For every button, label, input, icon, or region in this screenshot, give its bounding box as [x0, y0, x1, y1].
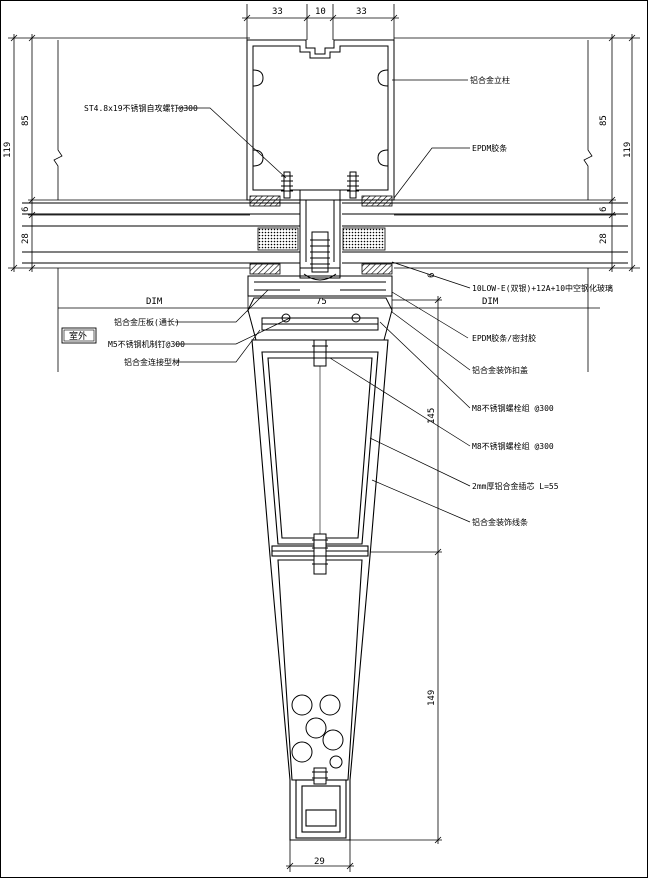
fin-holes: [291, 694, 344, 769]
fin-bolts: [312, 339, 328, 785]
dim-right-28: 28: [599, 233, 609, 244]
dim-left-label: DIM: [146, 297, 163, 307]
label-core: 2mm厚铝合金插芯 L=55: [472, 481, 559, 491]
pressure-plate: [247, 275, 393, 297]
label-fin-strip: 铝合金装饰线条: [472, 517, 528, 527]
top-dimension-lines: [242, 4, 399, 40]
dim-left-85: 85: [21, 115, 31, 126]
dim-top-33-right: 33: [356, 7, 367, 17]
leader-lines: [175, 79, 471, 523]
break-lines: [53, 40, 593, 372]
dim-left-6: 6: [21, 207, 31, 212]
exterior-tag-box: [61, 327, 97, 344]
label-rivet: M5不锈钢机制钉@300: [108, 339, 185, 349]
self-tapping-screws: [281, 171, 359, 199]
dim-75: 75: [316, 297, 327, 307]
dim-top-10: 10: [315, 7, 326, 17]
label-fin-connector: 铝合金装饰扣盖: [472, 365, 528, 375]
dim-right-85: 85: [599, 115, 609, 126]
dim-left-28: 28: [21, 233, 31, 244]
exterior-tag: 室外: [69, 330, 87, 342]
fin-side-dimensions: [286, 296, 442, 872]
label-epdm-sealant: EPDM胶条/密封胶: [472, 333, 536, 343]
label-glass: 10LOW-E(双银)+12A+10中空钢化玻璃: [472, 283, 613, 293]
dim-right-119: 119: [623, 142, 633, 158]
dim-side-145: 145: [427, 408, 437, 424]
dim-bottom-29: 29: [314, 857, 325, 867]
label-bolt-2: M8不锈钢螺栓组 @300: [472, 441, 554, 451]
epdm-gaskets: [249, 195, 393, 275]
dim-top-33-left: 33: [272, 7, 283, 17]
label-epdm-strip-top: EPDM胶条: [472, 143, 507, 153]
label-mullion: 铝合金立柱: [470, 75, 510, 85]
right-dimension-lines: [394, 34, 640, 272]
aluminium-mullion: [246, 39, 395, 268]
dim-left-119: 119: [3, 142, 13, 158]
dim-right-6: 6: [599, 207, 609, 212]
label-self-tapping-screw: ST4.8x19不锈钢自攻螺钉@300: [84, 103, 198, 113]
dim-side-149: 149: [427, 690, 437, 706]
dim-right-label: DIM: [482, 297, 499, 307]
left-dimension-lines: [8, 34, 250, 272]
label-pressure-plate: 铝合金压板(通长): [114, 317, 180, 327]
exterior-tag-inner-box: [63, 329, 95, 342]
label-connector: 铝合金连接型材: [124, 357, 180, 367]
label-bolt-1: M8不锈钢螺栓组 @300: [472, 403, 554, 413]
